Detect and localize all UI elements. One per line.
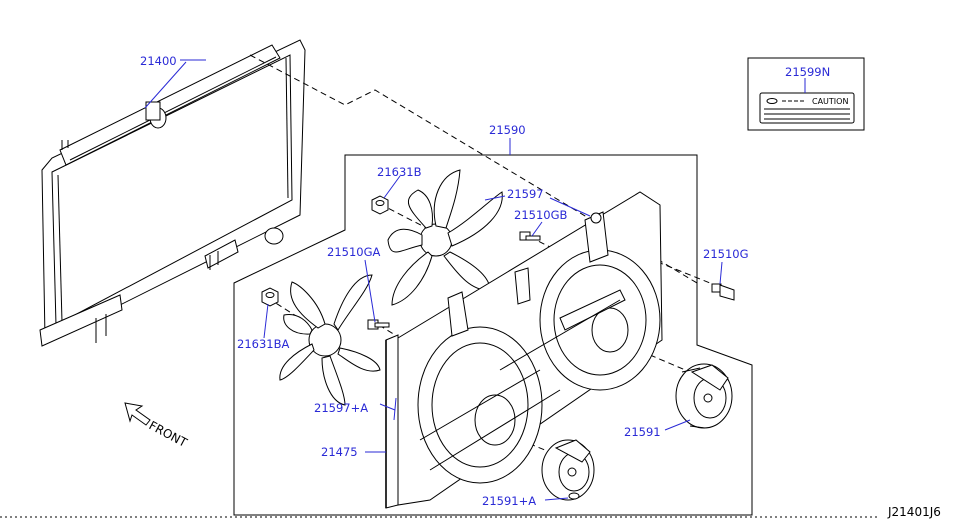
- diagram-reference: J21401J6: [887, 505, 941, 519]
- motor-upper: [675, 363, 733, 429]
- bolt-21510G: [711, 283, 735, 301]
- label-21631B: 21631B: [377, 165, 422, 179]
- front-direction-indicator: FRONT: [124, 402, 190, 450]
- label-21597: 21597: [507, 187, 544, 201]
- label-21599N: 21599N: [785, 65, 830, 79]
- nut-21631BA: [261, 287, 279, 307]
- caution-text: CAUTION: [812, 97, 848, 106]
- label-21631BA: 21631BA: [237, 337, 289, 351]
- label-21597A: 21597+A: [314, 401, 368, 415]
- fan-blade-lower: [279, 274, 381, 406]
- label-21590: 21590: [489, 123, 526, 137]
- label-21591: 21591: [624, 425, 661, 439]
- label-21400: 21400: [140, 54, 177, 68]
- assembly-outline: [233, 154, 753, 516]
- label-21510GA: 21510GA: [327, 245, 380, 259]
- front-label: FRONT: [147, 418, 190, 450]
- fan-shroud: [385, 191, 663, 509]
- bolt-21510GB: [519, 231, 541, 241]
- label-21475: 21475: [321, 445, 358, 459]
- nut-21631B: [371, 195, 389, 215]
- label-21510G: 21510G: [703, 247, 749, 261]
- leader-lines: [144, 59, 806, 501]
- fan-blade-upper: [387, 169, 503, 306]
- motor-lower: [541, 439, 595, 501]
- label-21591A: 21591+A: [482, 494, 536, 508]
- caution-label-box: CAUTION: [747, 57, 865, 131]
- label-21510GB: 21510GB: [514, 208, 567, 222]
- radiator: [39, 39, 306, 347]
- bolt-21510GA: [367, 319, 390, 330]
